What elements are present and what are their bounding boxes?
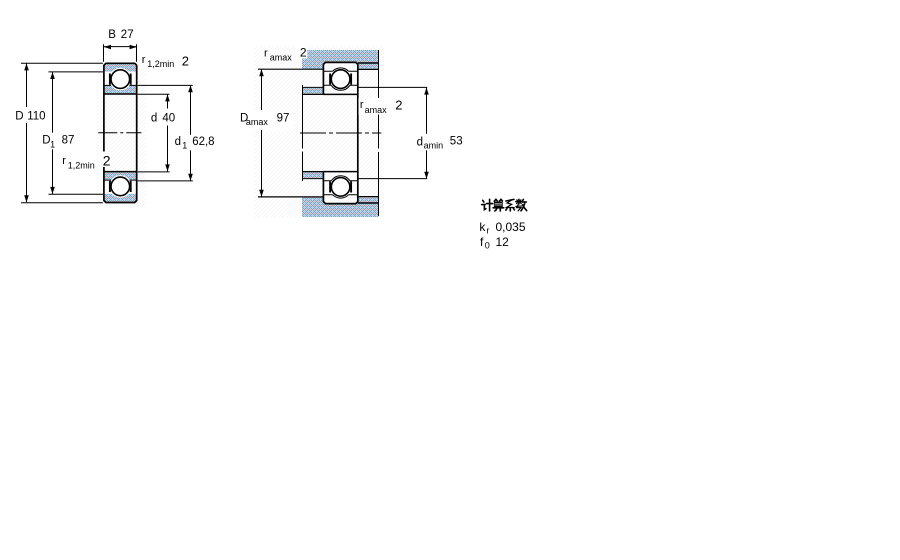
svg-text:k: k (479, 220, 486, 234)
svg-text:r: r (142, 54, 146, 66)
svg-text:d: d (175, 136, 181, 148)
svg-text:110: 110 (27, 110, 45, 122)
svg-text:amax: amax (246, 117, 269, 127)
svg-text:2: 2 (300, 46, 307, 60)
svg-text:2: 2 (395, 97, 402, 112)
svg-text:62,8: 62,8 (192, 136, 214, 148)
svg-text:97: 97 (277, 113, 290, 125)
svg-text:2: 2 (182, 53, 189, 68)
svg-text:12: 12 (496, 235, 510, 249)
svg-text:27: 27 (121, 29, 134, 41)
svg-text:r: r (486, 226, 489, 236)
svg-text:B: B (108, 29, 116, 41)
svg-text:r: r (360, 99, 364, 111)
svg-text:87: 87 (62, 134, 75, 146)
svg-text:2: 2 (103, 152, 111, 168)
svg-text:40: 40 (162, 113, 175, 125)
svg-text:r: r (264, 47, 268, 59)
svg-text:amin: amin (424, 141, 444, 151)
svg-text:D: D (42, 134, 50, 146)
svg-text:53: 53 (450, 136, 463, 148)
svg-text:0: 0 (485, 241, 490, 251)
svg-text:1,2min: 1,2min (68, 160, 95, 170)
svg-text:r: r (62, 155, 66, 167)
svg-text:1,2min: 1,2min (147, 59, 174, 69)
svg-text:f: f (480, 235, 484, 249)
svg-text:1: 1 (182, 141, 187, 151)
svg-text:D: D (15, 110, 23, 122)
svg-text:d: d (417, 136, 423, 148)
svg-text:d: d (151, 113, 157, 125)
svg-text:D: D (240, 112, 248, 124)
svg-text:amax: amax (270, 52, 293, 62)
svg-text:amax: amax (365, 105, 388, 115)
svg-text:1: 1 (50, 139, 55, 149)
svg-text:0,035: 0,035 (496, 220, 526, 234)
